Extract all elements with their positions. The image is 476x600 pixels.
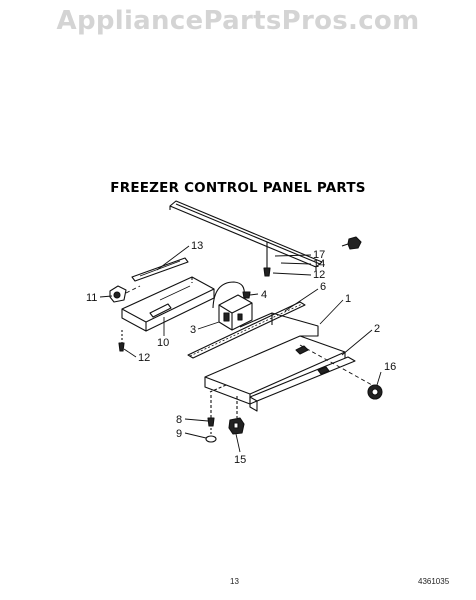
part-thermostat-control-3	[212, 281, 253, 331]
part-top-bracket	[169, 200, 323, 271]
callout-10: 10	[157, 337, 169, 349]
assembly-lines	[125, 285, 373, 386]
callout-12-top: 12	[313, 269, 325, 281]
callout-6: 6	[320, 281, 326, 293]
part-trim-2	[249, 356, 356, 412]
callout-leaders	[99, 245, 382, 453]
document-number: 4361035	[418, 577, 450, 586]
part-screw-12-top	[263, 242, 271, 277]
callout-11: 11	[86, 292, 97, 304]
callout-1: 1	[345, 293, 351, 305]
callout-9: 9	[176, 428, 182, 440]
callout-15: 15	[234, 454, 246, 466]
part-knob-15	[228, 396, 245, 435]
diagram-title: FREEZER CONTROL PANEL PARTS	[110, 180, 366, 196]
part-screw-8	[207, 395, 215, 427]
callout-8: 8	[176, 414, 182, 426]
part-screw-12-left	[118, 330, 125, 352]
part-thermostat-tube-13	[131, 257, 189, 282]
part-knob-16	[367, 384, 383, 400]
part-strip-6	[187, 301, 306, 359]
callout-4: 4	[261, 289, 267, 301]
watermark-logo: AppliancePartsPros.com	[56, 6, 420, 36]
callout-2: 2	[374, 323, 380, 335]
part-clip-17	[341, 236, 362, 250]
callout-3: 3	[190, 324, 196, 336]
part-screw-4	[242, 291, 251, 299]
callout-13: 13	[191, 240, 203, 252]
part-left-bracket-10	[121, 276, 215, 332]
callout-14: 14	[313, 258, 325, 270]
callout-17: 17	[313, 249, 325, 261]
part-clamp-11	[109, 285, 127, 303]
part-washer-9	[205, 428, 217, 443]
callout-16: 16	[384, 361, 396, 373]
page-number: 13	[230, 577, 239, 586]
callout-12-left: 12	[138, 352, 150, 364]
